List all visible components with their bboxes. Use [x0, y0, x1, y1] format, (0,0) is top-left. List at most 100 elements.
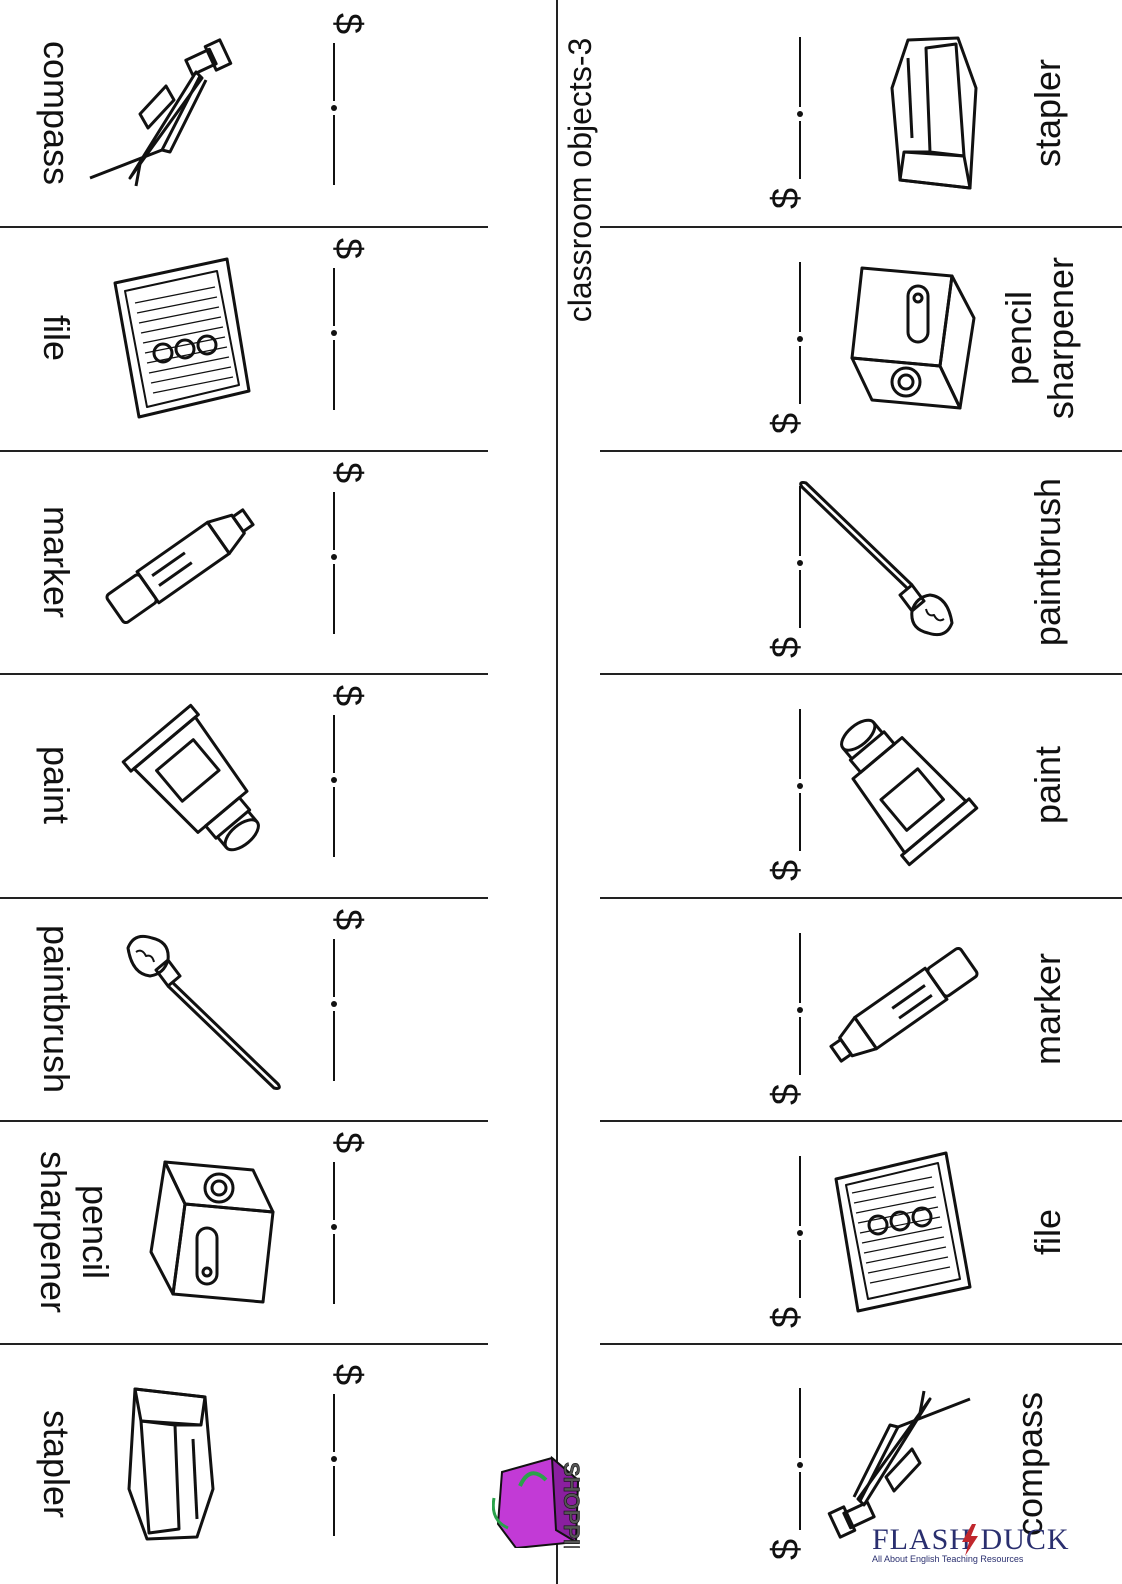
cents-line[interactable] — [333, 1465, 335, 1536]
dollars-line[interactable] — [799, 346, 801, 404]
dollars-line[interactable] — [333, 491, 335, 550]
paintbrush-icon — [110, 924, 290, 1099]
decimal-point — [331, 1223, 337, 1230]
item-label: marker — [1027, 952, 1068, 1065]
dollars-line[interactable] — [333, 938, 335, 997]
cents-line[interactable] — [333, 1010, 335, 1081]
left-row-divider — [0, 673, 488, 675]
decimal-point — [331, 1000, 337, 1007]
dollar-sign: $ — [327, 1363, 369, 1385]
decimal-point — [797, 559, 803, 566]
dollars-line[interactable] — [799, 1016, 801, 1075]
decimal-point — [797, 783, 803, 789]
dollars-line[interactable] — [333, 715, 335, 773]
item-label: pencil sharpener — [33, 1150, 116, 1313]
dollar-sign: $ — [765, 1083, 807, 1105]
cents-line[interactable] — [799, 1387, 801, 1458]
decimal-point — [797, 1229, 803, 1236]
left-row-divider — [0, 226, 488, 228]
right-row-divider — [600, 226, 1122, 228]
right-row-divider — [600, 897, 1122, 899]
price-blank[interactable]: $ — [763, 925, 809, 1105]
price-blank[interactable]: $ — [325, 1132, 371, 1312]
price-blank[interactable]: $ — [763, 254, 809, 434]
price-blank[interactable]: $ — [763, 478, 809, 658]
right-row-divider — [600, 1343, 1122, 1345]
decimal-point — [331, 330, 337, 336]
dollars-line[interactable] — [333, 1393, 335, 1452]
dollar-sign: $ — [765, 1306, 807, 1328]
stapler-icon — [870, 28, 1000, 203]
dollar-sign: $ — [327, 1131, 369, 1153]
marker-icon — [810, 944, 990, 1079]
cents-line[interactable] — [799, 709, 801, 779]
left-row-divider — [0, 450, 488, 452]
price-blank[interactable]: $ — [325, 1364, 371, 1544]
price-blank[interactable]: $ — [325, 685, 371, 865]
paintbrush-icon — [790, 477, 970, 652]
worksheet-title: classroom objects-3 — [562, 37, 598, 323]
item-label: compass — [1009, 1391, 1050, 1536]
dollars-line[interactable] — [333, 268, 335, 326]
paint-tube-icon — [820, 700, 980, 875]
price-blank[interactable]: $ — [763, 1148, 809, 1328]
shopping-logo-text: SHOPPING — [559, 1462, 584, 1548]
center-fold-line — [556, 0, 558, 1584]
file-binder-icon — [105, 253, 255, 428]
item-label: paint — [36, 745, 77, 825]
price-blank[interactable]: $ — [325, 238, 371, 418]
dollars-line[interactable] — [799, 569, 801, 628]
dollars-line[interactable] — [799, 793, 801, 851]
price-blank[interactable]: $ — [325, 13, 371, 193]
left-row-divider — [0, 1343, 488, 1345]
cents-line[interactable] — [333, 787, 335, 857]
dollars-line[interactable] — [799, 1471, 801, 1530]
price-blank[interactable]: $ — [325, 909, 371, 1089]
shopping-logo: SHOPPING — [491, 1402, 584, 1578]
file-binder-icon — [830, 1147, 980, 1322]
decimal-point — [331, 1455, 337, 1462]
pencil-sharpener-icon — [135, 1152, 285, 1317]
decimal-point — [797, 1461, 803, 1468]
left-row-divider — [0, 1120, 488, 1122]
dollar-sign: $ — [765, 1538, 807, 1560]
item-label: paintbrush — [1027, 477, 1068, 646]
cents-line[interactable] — [333, 115, 335, 185]
compass-icon — [70, 38, 250, 193]
right-row-divider — [600, 673, 1122, 675]
dollar-sign: $ — [327, 685, 369, 707]
cents-line[interactable] — [333, 340, 335, 410]
item-label: stapler — [1027, 58, 1068, 168]
dollars-line[interactable] — [333, 1161, 335, 1220]
price-blank[interactable]: $ — [325, 462, 371, 642]
dollars-line[interactable] — [799, 1239, 801, 1298]
decimal-point — [797, 336, 803, 342]
pencil-sharpener-icon — [840, 258, 990, 423]
brand-logo: FLASH DUCK All About English Teaching Re… — [872, 1524, 1072, 1566]
dollar-sign: $ — [327, 238, 369, 260]
cents-line[interactable] — [333, 1233, 335, 1304]
price-blank[interactable]: $ — [763, 701, 809, 881]
item-label: stapler — [36, 1409, 77, 1518]
dollars-line[interactable] — [333, 43, 335, 101]
price-blank[interactable]: $ — [763, 1380, 809, 1560]
item-label: file — [1027, 1208, 1068, 1255]
cents-line[interactable] — [799, 932, 801, 1003]
dollar-sign: $ — [765, 187, 807, 209]
dollar-sign: $ — [765, 412, 807, 434]
price-blank[interactable]: $ — [763, 29, 809, 209]
dollars-line[interactable] — [799, 121, 801, 179]
right-row-divider — [600, 450, 1122, 452]
cents-line[interactable] — [799, 37, 801, 107]
cents-line[interactable] — [799, 1155, 801, 1226]
cents-line[interactable] — [799, 262, 801, 332]
cents-line[interactable] — [333, 563, 335, 634]
decimal-point — [797, 1006, 803, 1013]
paint-tube-icon — [120, 700, 280, 875]
cents-line[interactable] — [799, 485, 801, 556]
item-label: pencil sharpener — [998, 256, 1081, 420]
dollar-sign: $ — [765, 859, 807, 881]
dollar-sign: $ — [327, 13, 369, 35]
item-label: file — [36, 314, 77, 362]
